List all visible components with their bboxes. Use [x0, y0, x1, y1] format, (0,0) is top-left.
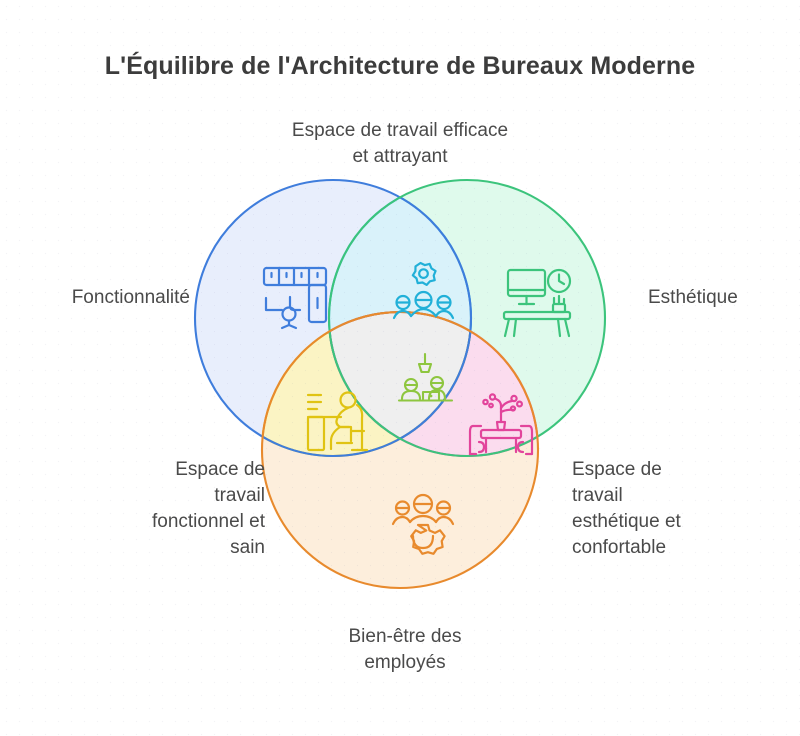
desk-monitor-clock-icon: [502, 268, 572, 338]
circle-outline-esthetique[interactable]: [327, 178, 607, 458]
label-intersection-bottom-left: Espace de travail fonctionnel et sain: [151, 459, 265, 558]
coworking-desk-lamp-icon: [397, 352, 454, 402]
label-intersection-top: Espace de travail efficace et attrayant: [291, 120, 509, 167]
label-set-bien-etre: Bien-être des employés: [348, 626, 462, 673]
team-gear-icon: [392, 261, 455, 320]
label-intersection-bottom-right: Espace de travail esthétique et conforta…: [572, 459, 681, 558]
label-set-fonctionnalite: Fonctionnalité: [71, 287, 190, 308]
table-flowers-icon: [468, 393, 534, 456]
circle-outline-fonctionnalite[interactable]: [193, 178, 473, 458]
ergonomic-sitting-icon: [306, 391, 369, 452]
office-floor-plan-icon: [262, 266, 328, 330]
people-gear-icon: [391, 493, 455, 555]
page-title: L'Équilibre de l'Architecture de Bureaux…: [104, 52, 696, 80]
label-set-esthetique: Esthétique: [648, 287, 738, 308]
